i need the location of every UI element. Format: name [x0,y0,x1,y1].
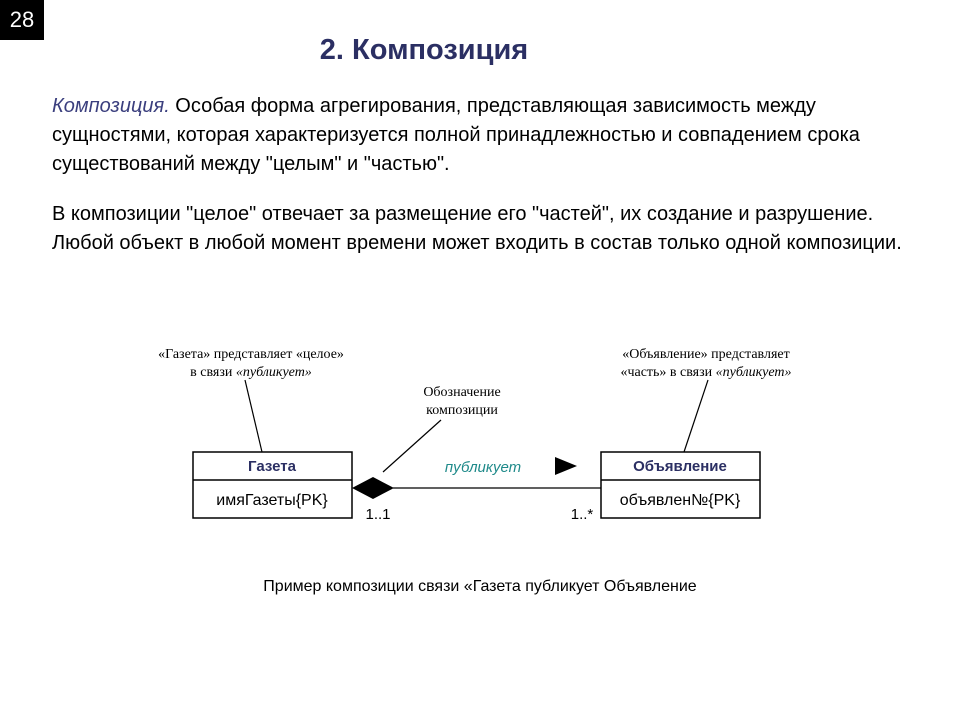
note-part-prefix: «часть» в связи [620,365,715,380]
note-whole-italic: «публикует» [236,365,312,380]
definition-text: Особая форма агрегирования, представляющ… [52,95,860,175]
note-whole-prefix: в связи [190,365,236,380]
class-gazeta: Газета имяГазеты{PK} [192,451,353,519]
definition-term: Композиция. [52,95,170,117]
direction-arrow-icon [555,457,577,475]
note-part-line2: «часть» в связи «публикует» [620,365,791,380]
note-composition-leader [382,419,442,473]
note-part-italic: «публикует» [716,365,792,380]
definition-paragraph: Композиция. Особая форма агрегирования, … [52,92,912,179]
class-obyavlenie-name: Объявление [633,458,727,475]
composition-paragraph: В композиции "целое" отвечает за размеще… [52,203,902,254]
class-gazeta-name: Газета [248,458,297,475]
multiplicity-whole: 1..1 [365,506,390,523]
class-obyavlenie-box [600,451,761,519]
note-whole-line2: в связи «публикует» [190,365,312,380]
note-whole-line1: «Газета» представляет «целое» [158,347,344,362]
page-number: 28 [0,0,44,40]
class-gazeta-attribute: имяГазеты{PK} [216,492,328,509]
composition-diamond-icon [352,477,394,499]
multiplicity-part: 1..* [571,506,594,523]
class-obyavlenie-attribute: объявлен№{PK} [620,492,741,509]
page-title: 2. Композиция [319,34,529,66]
note-part-line1: «Объявление» представляет [622,347,789,362]
note-composition-line2: композиции [426,403,498,418]
note-whole-leader [244,379,263,453]
class-gazeta-box [192,451,353,519]
note-part-leader [683,379,709,453]
class-obyavlenie: Объявление объявлен№{PK} [600,451,761,519]
note-composition-line1: Обозначение [423,385,500,400]
figure-caption: Пример композиции связи «Газета публикуе… [263,578,697,595]
association-label: публикует [445,459,521,476]
